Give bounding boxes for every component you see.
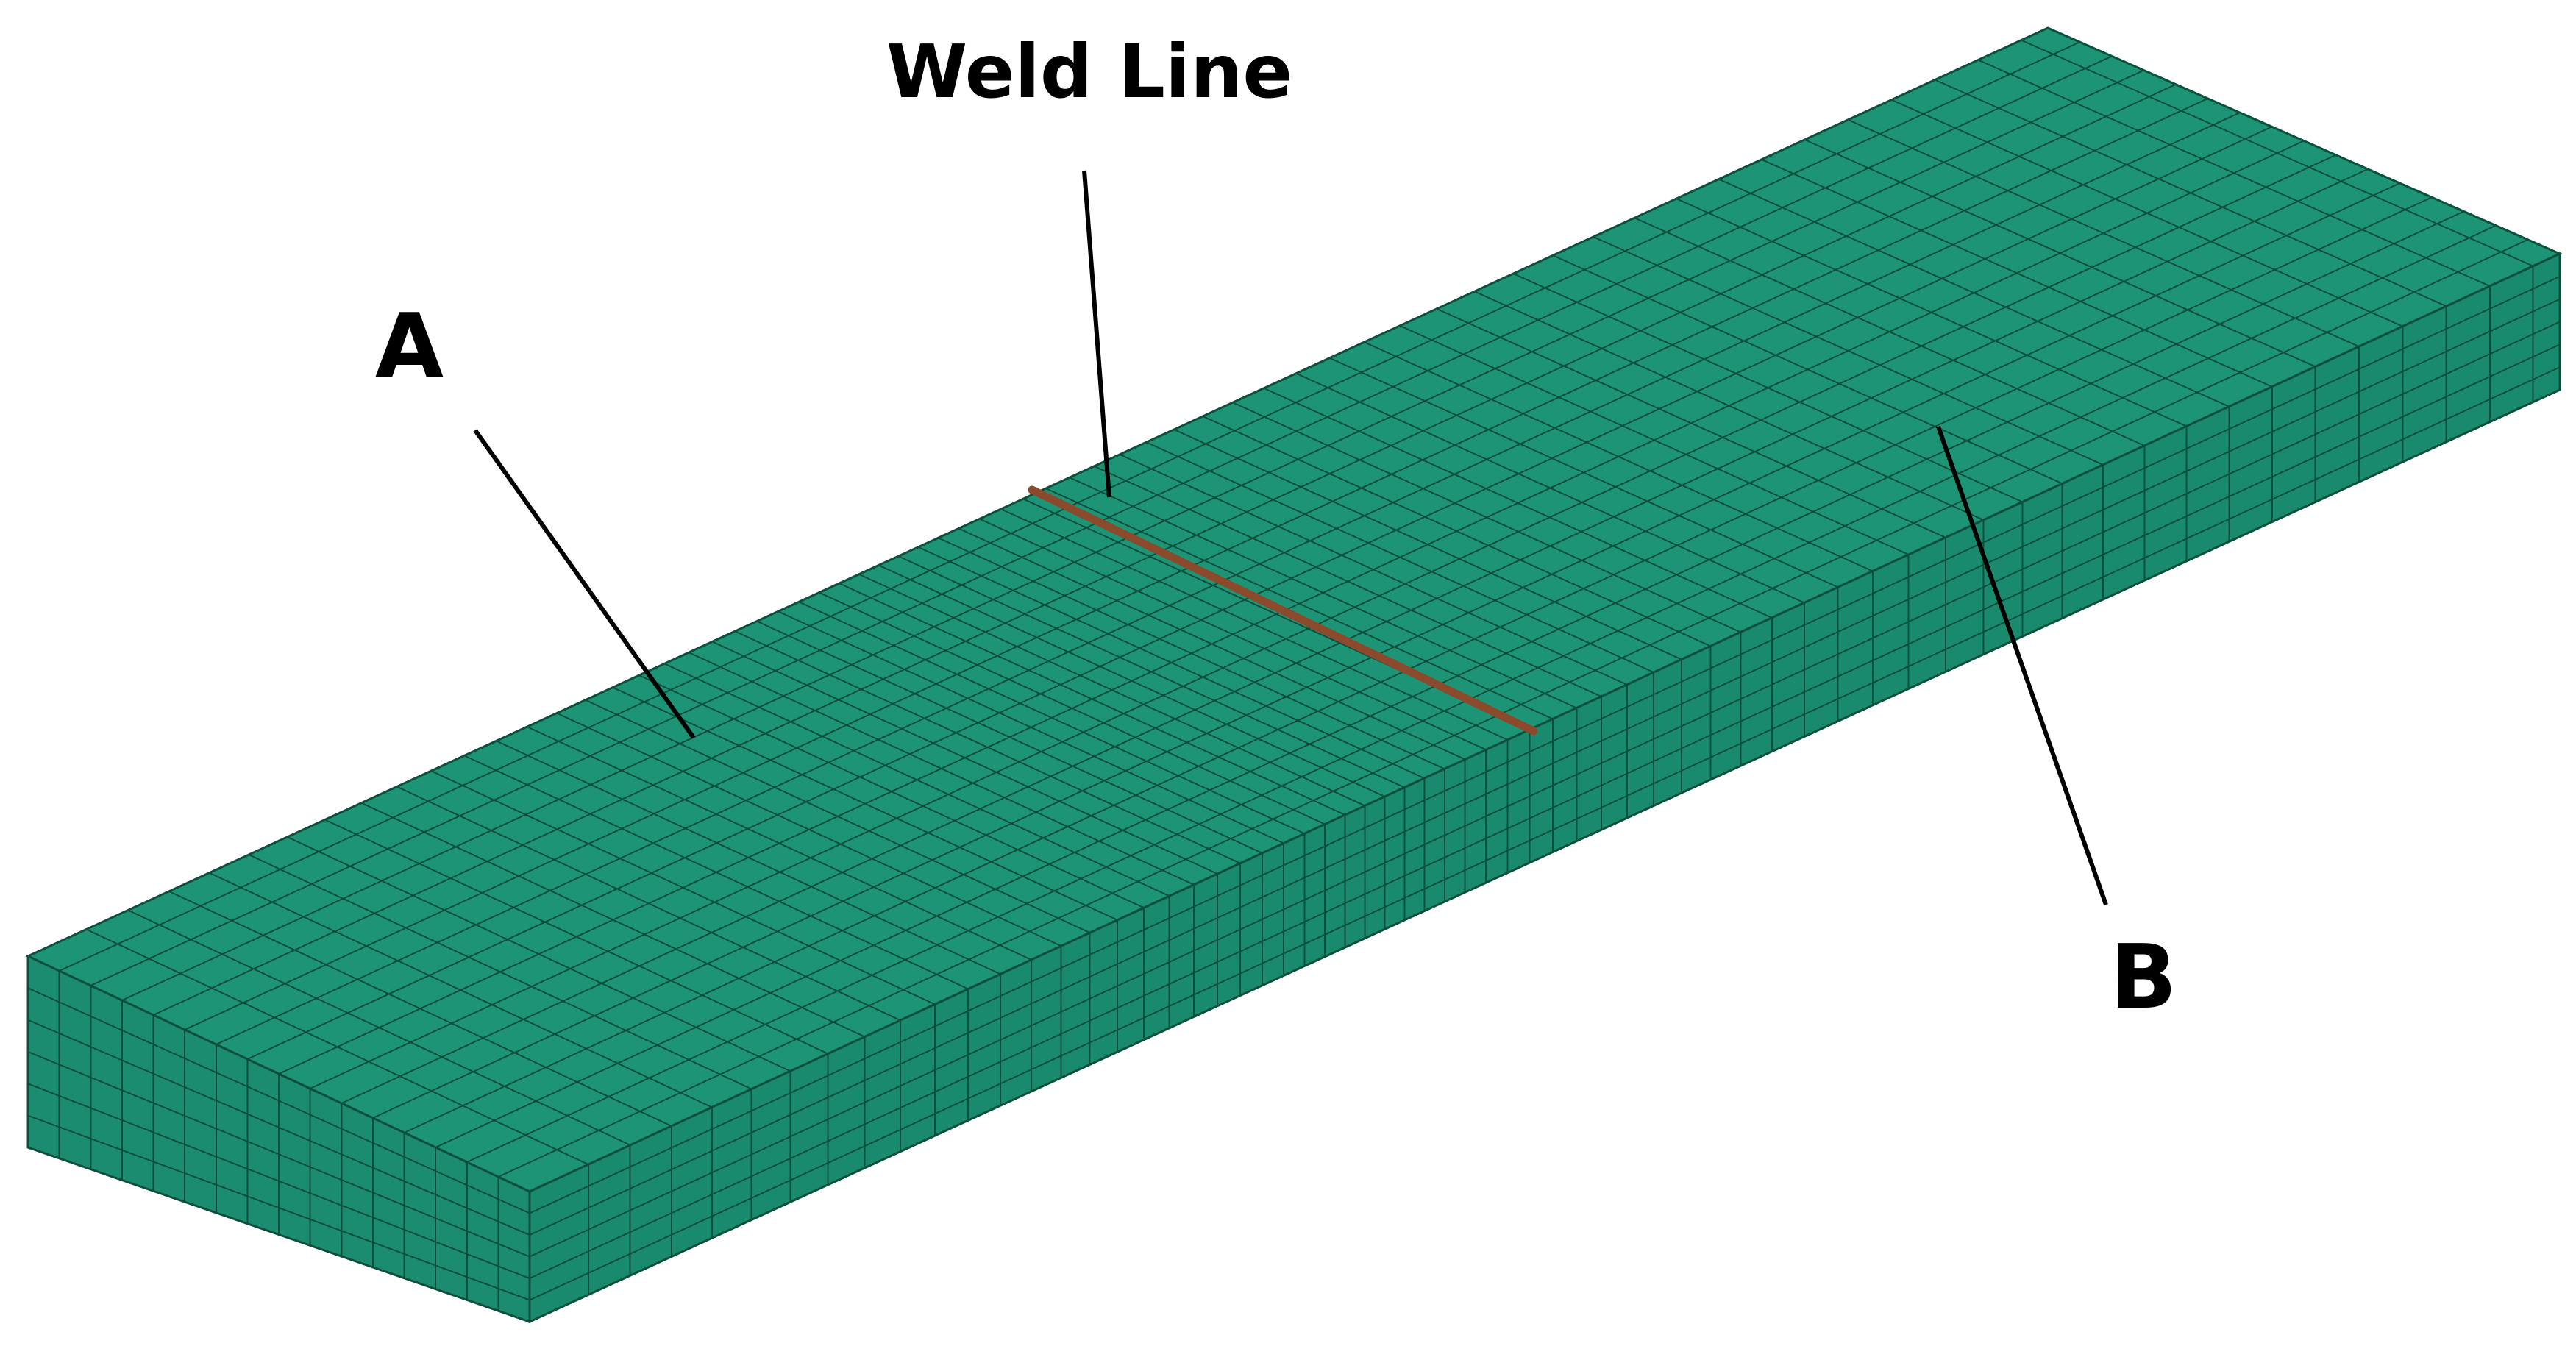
mesh-line [404, 196, 2433, 1133]
mesh-line [184, 98, 2208, 1030]
mesh-line [435, 210, 2464, 1148]
mesh-line [529, 389, 2561, 1322]
region-b-label: B [2110, 927, 2177, 1029]
mesh-line [246, 126, 2272, 1060]
mesh-line [27, 1019, 530, 1236]
mesh-line [341, 168, 2369, 1104]
mesh-line [529, 321, 2561, 1258]
top-mesh-grid [27, 27, 2561, 1192]
leader-line-a [473, 429, 696, 739]
mesh-line [27, 1083, 530, 1279]
mesh-line [529, 275, 2561, 1214]
mesh-line [529, 298, 2561, 1236]
region-a-label: A [375, 296, 444, 398]
mesh-line [466, 224, 2497, 1163]
mesh-line [372, 182, 2400, 1119]
plate-top-face [25, 26, 2563, 1193]
mesh-line [27, 955, 530, 1192]
side-mesh-grid [529, 253, 2561, 1322]
weld-line-label: Weld Line [886, 29, 1292, 115]
mesh-line [310, 154, 2336, 1089]
mesh-line [216, 112, 2241, 1045]
leader-line-b [1936, 426, 2108, 905]
mesh-line [27, 1051, 530, 1258]
leader-line-weld [1082, 170, 1111, 498]
mesh-line [529, 343, 2561, 1279]
mesh-line [27, 1114, 530, 1301]
mesh-line [529, 366, 2561, 1301]
mesh-line [27, 1147, 530, 1322]
mesh-line [529, 253, 2561, 1192]
front-mesh-grid [27, 955, 530, 1322]
mesh-line [278, 140, 2305, 1075]
mesh-line [497, 238, 2528, 1178]
mesh-line [27, 987, 530, 1214]
weld-line [1028, 485, 1538, 736]
